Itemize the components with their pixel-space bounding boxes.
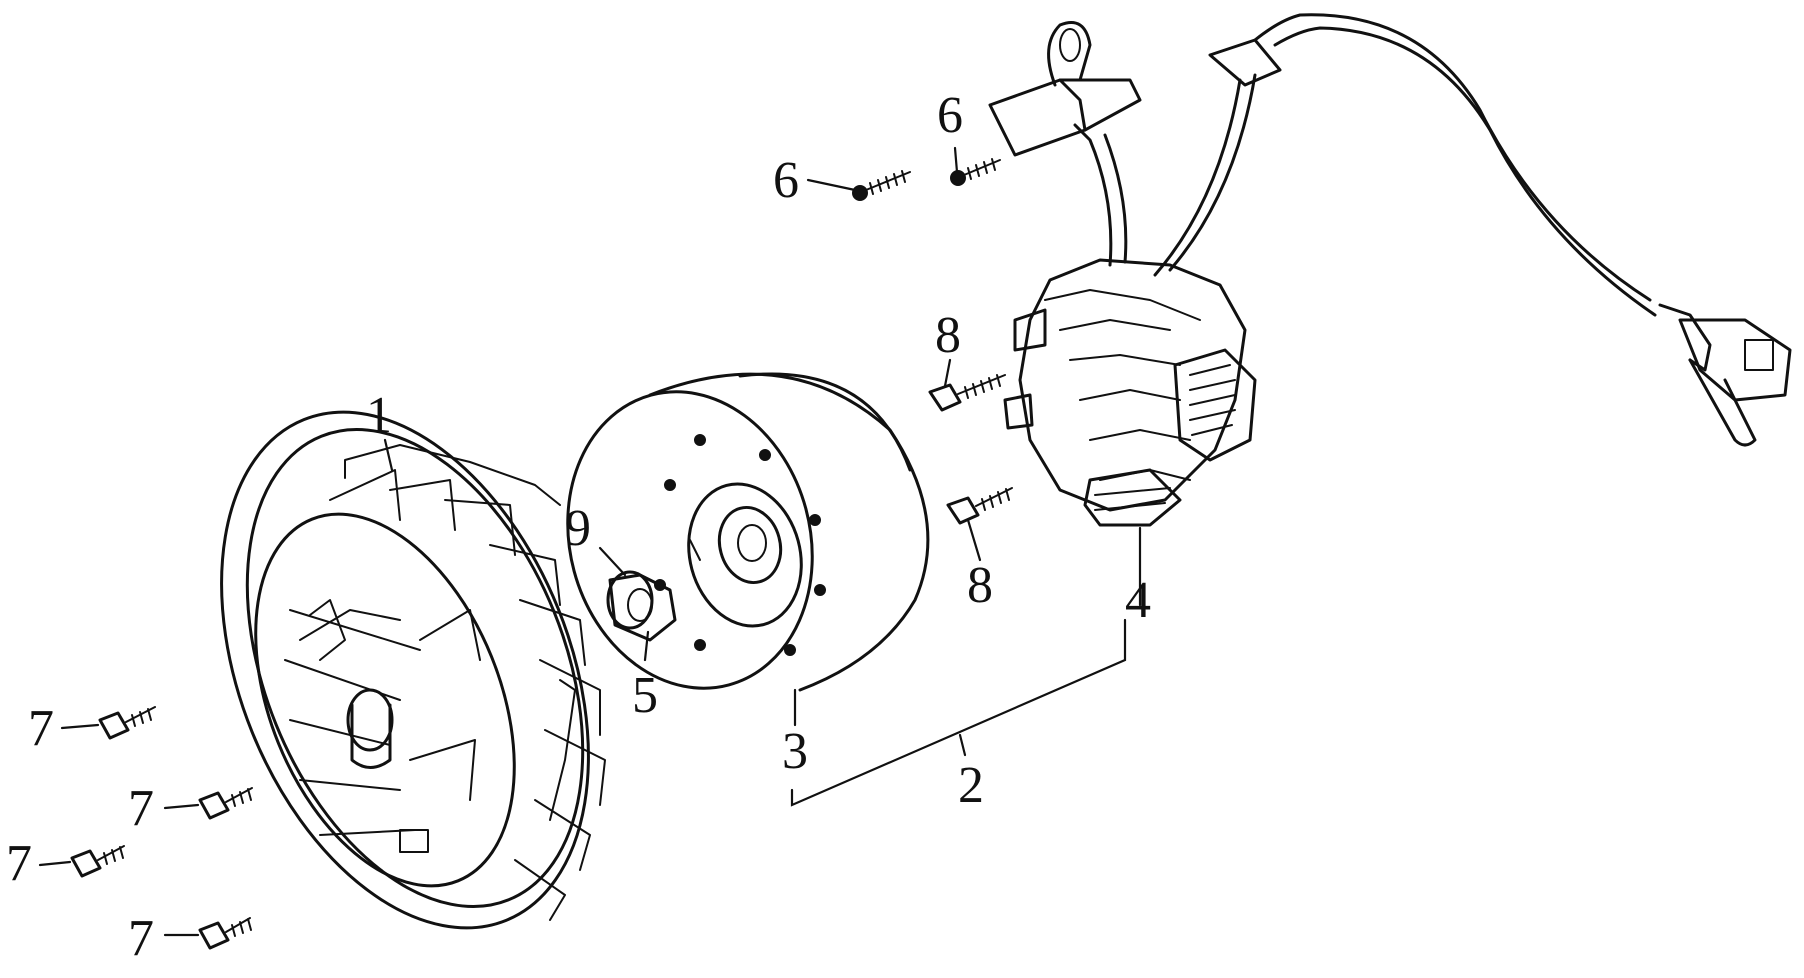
callout-9: 9 bbox=[565, 500, 591, 557]
callout-2: 2 bbox=[958, 757, 984, 814]
fan-bolt-7-a bbox=[98, 706, 156, 740]
stator-bolt-8-lower bbox=[946, 487, 1013, 525]
stator-assembly bbox=[988, 13, 1792, 527]
callout-8-upper: 8 bbox=[935, 307, 961, 364]
leader-lines bbox=[38, 146, 1142, 937]
callout-6-right: 6 bbox=[937, 87, 963, 144]
screw-6-right bbox=[950, 158, 1001, 186]
fan-bolt-7-b bbox=[198, 787, 253, 820]
nut-and-washer bbox=[606, 570, 677, 642]
callout-7-d: 7 bbox=[128, 910, 154, 967]
rotor-flywheel bbox=[566, 372, 930, 692]
fan-bolt-7-c bbox=[70, 845, 125, 878]
callout-4: 4 bbox=[1125, 572, 1151, 629]
callout-7-c: 7 bbox=[6, 835, 32, 892]
callout-8-lower: 8 bbox=[967, 557, 993, 614]
callout-7-b: 7 bbox=[128, 780, 154, 837]
stator-bolt-8-upper bbox=[928, 374, 1006, 412]
callout-7-a: 7 bbox=[28, 700, 54, 757]
callout-3: 3 bbox=[782, 723, 808, 780]
callout-1: 1 bbox=[366, 387, 392, 444]
cooling-fan bbox=[220, 410, 606, 930]
screw-6-left bbox=[852, 170, 911, 201]
callout-6-left: 6 bbox=[773, 152, 799, 209]
fan-bolt-7-d bbox=[198, 917, 252, 950]
callout-5: 5 bbox=[632, 667, 658, 724]
